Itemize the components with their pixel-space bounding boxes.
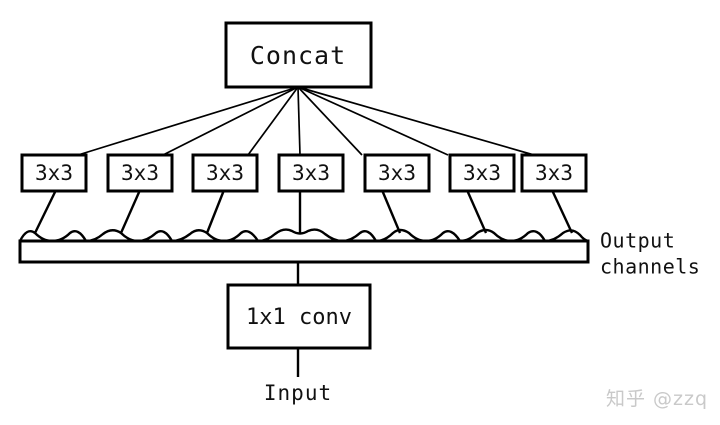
branch-node-1[interactable]: 3x3 <box>20 153 88 193</box>
channel-bar-wave-top <box>18 228 590 243</box>
branch-node-label: 3x3 <box>535 161 573 185</box>
conv-node[interactable]: 1x1 conv <box>226 283 372 350</box>
branch-node-box[interactable] <box>363 153 431 193</box>
concat-node-label: Concat <box>250 41 346 70</box>
branch-edge-2 <box>119 189 142 234</box>
branch-node-label: 3x3 <box>35 161 73 185</box>
branch-node-3[interactable]: 3x3 <box>191 153 259 193</box>
branch-node-box[interactable] <box>520 153 588 193</box>
output-channels-annotation: Output channels <box>600 229 700 279</box>
branch-node-label: 3x3 <box>463 161 501 185</box>
branch-node-label: 3x3 <box>121 161 159 185</box>
branch-node-6[interactable]: 3x3 <box>448 153 516 193</box>
concat-node-box[interactable] <box>224 21 373 89</box>
fanout-edge-3 <box>247 86 299 156</box>
branch-node-box[interactable] <box>448 153 516 193</box>
branch-node-label: 3x3 <box>206 161 244 185</box>
output-channel-bar[interactable] <box>18 228 590 264</box>
input-label: Input <box>264 381 332 405</box>
fanout-edge-5 <box>297 86 363 156</box>
concat-node[interactable]: Concat <box>224 21 373 89</box>
branch-edge-5 <box>380 189 402 234</box>
output-channels-line2: channels <box>600 255 700 279</box>
branch-to-bar-edges <box>33 189 574 234</box>
fanout-edge-7 <box>297 86 535 156</box>
fanout-edge-6 <box>297 86 449 156</box>
branch-node-box[interactable] <box>106 153 174 193</box>
branch-edge-7 <box>550 189 574 234</box>
branch-edge-6 <box>465 189 488 234</box>
watermark: 知乎 @zzq <box>605 388 708 410</box>
branch-node-box[interactable] <box>20 153 88 193</box>
fanout-edge-1 <box>77 86 299 156</box>
output-channels-line1: Output <box>600 229 675 253</box>
branch-node-7[interactable]: 3x3 <box>520 153 588 193</box>
branch-node-2[interactable]: 3x3 <box>106 153 174 193</box>
fanout-edge-4 <box>297 86 301 156</box>
branch-node-box[interactable] <box>191 153 259 193</box>
branch-node-label: 3x3 <box>292 161 330 185</box>
branch-node-label: 3x3 <box>378 161 416 185</box>
fanout-edge-2 <box>162 86 299 156</box>
branch-edge-1 <box>33 189 58 234</box>
branch-node-5[interactable]: 3x3 <box>363 153 431 193</box>
channel-bar-slab[interactable] <box>18 239 590 264</box>
concat-fanout-edges <box>77 86 535 156</box>
conv-node-label: 1x1 conv <box>246 305 352 330</box>
branch-node-box[interactable] <box>277 153 345 193</box>
branch-node-4[interactable]: 3x3 <box>277 153 345 193</box>
branch-edge-3 <box>205 189 226 234</box>
